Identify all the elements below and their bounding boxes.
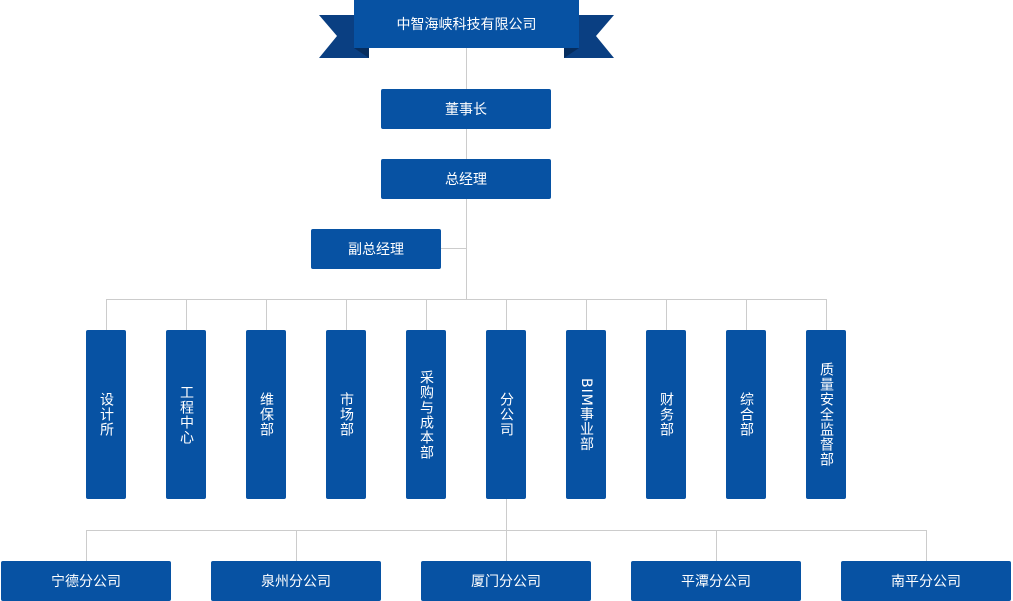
- branch-node: 平潭分公司: [631, 561, 801, 601]
- connector-line: [426, 299, 427, 330]
- department-node: 工程中心: [166, 330, 206, 499]
- department-label: 采购与成本部: [418, 369, 434, 460]
- deputy-manager-node: 副总经理: [311, 229, 441, 269]
- general-manager-node: 总经理: [381, 159, 551, 199]
- connector-line: [506, 299, 507, 330]
- connector-line: [926, 530, 927, 561]
- connector-line: [441, 248, 467, 249]
- department-node: 采购与成本部: [406, 330, 446, 499]
- department-label: 设计所: [98, 392, 114, 437]
- department-label: 市场部: [338, 392, 354, 437]
- department-node: 综合部: [726, 330, 766, 499]
- branch-node: 南平分公司: [841, 561, 1011, 601]
- connector-line: [826, 299, 827, 330]
- department-node: 维保部: [246, 330, 286, 499]
- connector-line: [186, 299, 187, 330]
- connector-line: [106, 299, 827, 300]
- department-label: 财务部: [658, 392, 674, 437]
- company-title: 中智海峡科技有限公司: [354, 0, 579, 48]
- connector-line: [586, 299, 587, 330]
- department-node: 质量安全监督部: [806, 330, 846, 499]
- connector-line: [86, 530, 927, 531]
- department-label: 分公司: [498, 392, 514, 437]
- connector-line: [296, 530, 297, 561]
- department-label: 质量安全监督部: [818, 362, 834, 467]
- department-node: 市场部: [326, 330, 366, 499]
- connector-line: [106, 299, 107, 330]
- branch-node: 泉州分公司: [211, 561, 381, 601]
- department-label: 维保部: [258, 392, 274, 437]
- department-node: 分公司: [486, 330, 526, 499]
- department-node: BIM事业部: [566, 330, 606, 499]
- chairman-node: 董事长: [381, 89, 551, 129]
- connector-line: [86, 530, 87, 561]
- department-label: 工程中心: [178, 384, 194, 445]
- connector-line: [716, 530, 717, 561]
- connector-line: [746, 299, 747, 330]
- company-title-banner: 中智海峡科技有限公司: [319, 0, 614, 60]
- branch-node: 宁德分公司: [1, 561, 171, 601]
- department-label: BIM事业部: [578, 377, 594, 452]
- branch-node: 厦门分公司: [421, 561, 591, 601]
- department-node: 设计所: [86, 330, 126, 499]
- connector-line: [266, 299, 267, 330]
- department-label: 综合部: [738, 392, 754, 437]
- department-node: 财务部: [646, 330, 686, 499]
- connector-line: [666, 299, 667, 330]
- connector-line: [346, 299, 347, 330]
